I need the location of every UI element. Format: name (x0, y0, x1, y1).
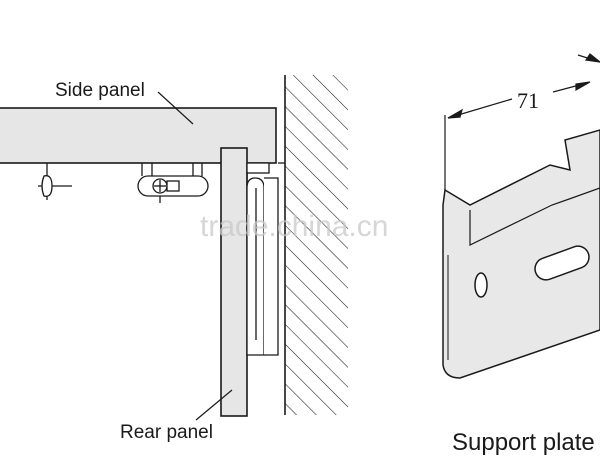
rear-panel-body (220, 147, 248, 417)
bracket-section (246, 162, 285, 356)
side-panel-label: Side panel (55, 80, 145, 101)
rear-panel-leader (195, 389, 233, 421)
side-panel-leader (157, 91, 194, 125)
plate-round-hole (474, 272, 488, 298)
support-plate-body (442, 129, 600, 379)
watermark: trade.china.cn (200, 210, 388, 243)
rear-panel-label: Rear panel (120, 422, 213, 443)
support-plate (442, 129, 600, 379)
cam-fastener-left (38, 163, 72, 200)
wall-section (284, 75, 348, 415)
rear-panel (220, 147, 248, 417)
dimension-71-label: 71 (517, 88, 539, 113)
support-plate-label: Support plate (452, 429, 595, 456)
plate-slot-hole (534, 245, 590, 281)
connector-fitting (137, 163, 209, 203)
wall-hatching (285, 75, 348, 415)
dimension-71 (444, 53, 600, 190)
